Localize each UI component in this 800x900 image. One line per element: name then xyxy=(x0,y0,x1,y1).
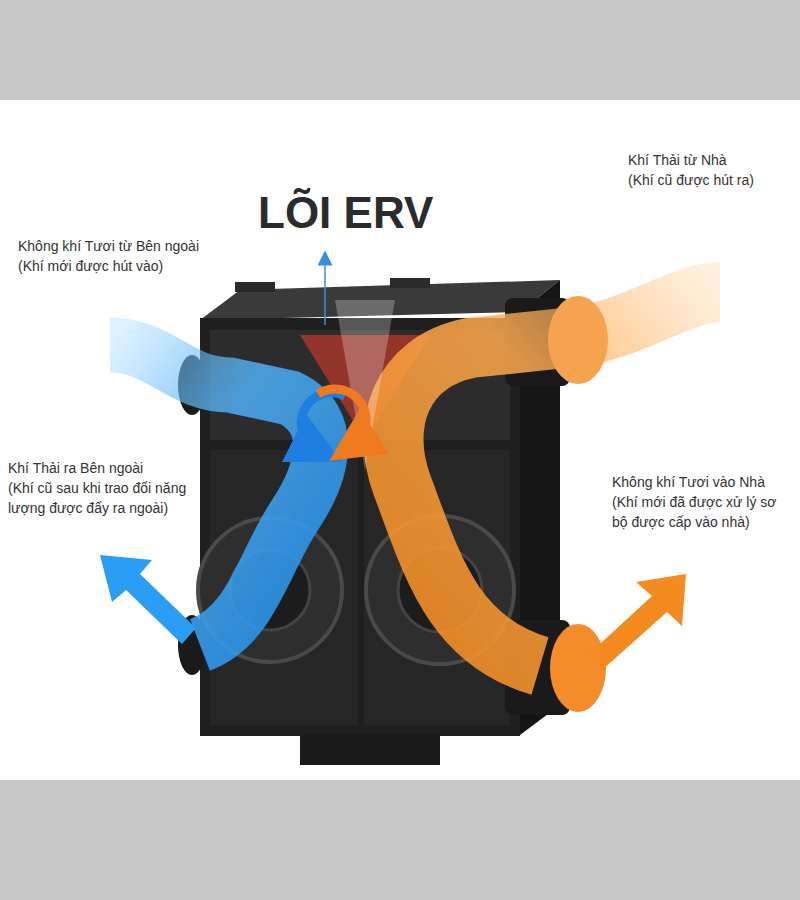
duct-opening xyxy=(550,624,606,712)
exchange-arrow xyxy=(318,389,366,446)
callout-label: (Khí mới đã được xử lý sơ bộ được cấp và… xyxy=(612,492,794,532)
leader-line xyxy=(324,258,326,325)
callout-label: (Khí cũ được hút ra) xyxy=(628,170,794,190)
drain-box xyxy=(300,735,440,765)
callout-label: Không khí Tươi từ Bên ngoài xyxy=(18,236,243,256)
callout-label: Khí Thải ra Bên ngoài xyxy=(8,458,198,478)
duct-opening xyxy=(548,296,608,384)
inflow-arrow xyxy=(588,574,686,670)
title: LÕI ERV xyxy=(258,188,433,238)
outflow-arrow xyxy=(100,555,196,644)
callout-label: (Khí cũ sau khi trao đổi năng lượng được… xyxy=(8,478,193,518)
callout-label: (Khí mới được hút vào) xyxy=(18,256,243,276)
callout-label: Không khí Tươi vào Nhà xyxy=(612,472,794,492)
grey-bar xyxy=(0,780,800,900)
grey-bar xyxy=(0,0,800,100)
callout-label: Khí Thải từ Nhà xyxy=(628,150,794,170)
exchange-arrow xyxy=(301,393,345,450)
